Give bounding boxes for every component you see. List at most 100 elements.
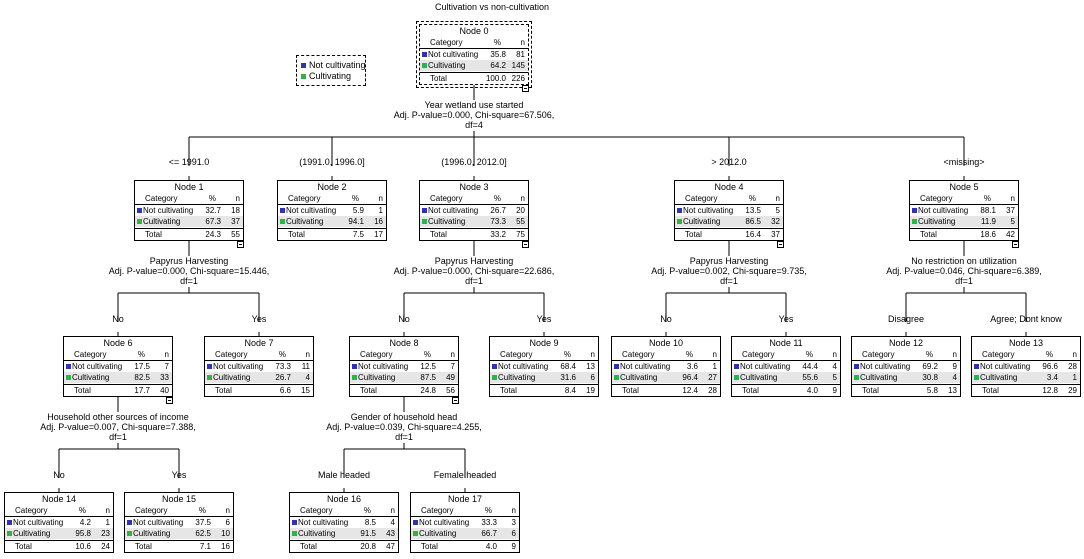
count-value: 37 [1006,206,1015,215]
collapse-toggle-icon[interactable] [166,397,173,404]
percent-value: 82.5 [134,373,150,382]
node-title: Node 8 [389,338,419,348]
category-label: Cultivating [428,217,466,226]
node-title: Node 3 [459,182,489,192]
total-label: Total [360,386,377,395]
category-label: Cultivating [133,529,171,538]
node-title: Node 12 [888,338,924,348]
swatch-green [912,219,917,224]
collapse-toggle-icon[interactable] [522,241,529,248]
swatch-blue [422,52,427,57]
total-count: 16 [221,542,230,551]
collapse-toggle-icon[interactable] [522,85,529,92]
header-n: n [164,350,169,359]
header-percent: % [805,350,813,359]
total-label: Total [74,386,91,395]
total-count: 24 [101,542,110,551]
node-table-header: Category%n [972,349,1080,361]
percent-value: 5.9 [352,206,364,215]
branch-label: <= 1991.0 [168,157,210,167]
node-table-header: Category%n [64,349,172,361]
branch-label: No [112,314,124,324]
total-count: 19 [586,386,595,395]
total-label: Total [430,74,447,83]
node-table-header: Category%n [135,193,243,205]
total-label: Total [862,386,879,395]
swatch-blue [912,208,917,213]
count-value: 13 [586,362,595,371]
header-percent: % [137,350,145,359]
diagram-title: Cultivation vs non-cultivation [434,2,550,12]
header-n: n [225,506,230,515]
swatch-green [422,219,427,224]
collapse-toggle-icon[interactable] [1012,241,1019,248]
count-value: 11 [301,362,310,371]
swatch-green [66,375,71,380]
percent-value: 87.5 [420,373,436,382]
header-percent: % [563,350,571,359]
swatch-blue [352,364,357,369]
legend-label: Cultivating [309,71,352,81]
header-category: Category [862,350,895,359]
total-percent: 7.5 [352,230,364,239]
branch-label: Agree; Dont know [990,314,1062,324]
legend-swatch-blue [301,63,306,68]
percent-value: 35.8 [490,50,506,59]
node-table-header: Category%n [205,349,313,361]
header-category: Category [360,350,393,359]
split-variable: Papyrus Harvesting [149,256,229,266]
total-count: 15 [301,386,310,395]
header-category: Category [982,350,1015,359]
collapse-toggle-icon[interactable] [777,241,784,248]
swatch-green [137,219,142,224]
header-category: Category [430,194,463,203]
swatch-green [492,375,497,380]
category-label: Not cultivating [428,50,479,59]
category-label: Cultivating [72,373,110,382]
count-value: 9 [952,362,957,371]
total-label: Total [15,542,32,551]
total-percent: 24.3 [205,230,221,239]
count-value: 4 [952,373,957,382]
split-statistic: Adj. P-value=0.039, Chi-square=4.255, [326,422,482,432]
swatch-blue [7,520,12,525]
collapse-toggle-icon[interactable] [237,241,244,248]
header-n: n [305,350,310,359]
category-label: Cultivating [358,373,396,382]
count-value: 7 [450,362,455,371]
percent-value: 91.5 [360,529,376,538]
header-category: Category [288,194,321,203]
node-table-header: Category%n [278,193,386,205]
percent-value: 12.5 [420,362,436,371]
header-n: n [1010,194,1015,203]
category-label: Cultivating [620,373,658,382]
count-value: 6 [590,373,595,382]
collapse-toggle-icon[interactable] [452,397,459,404]
total-count: 13 [948,386,957,395]
swatch-green [974,375,979,380]
header-category: Category [421,506,454,515]
percent-value: 37.5 [195,518,211,527]
